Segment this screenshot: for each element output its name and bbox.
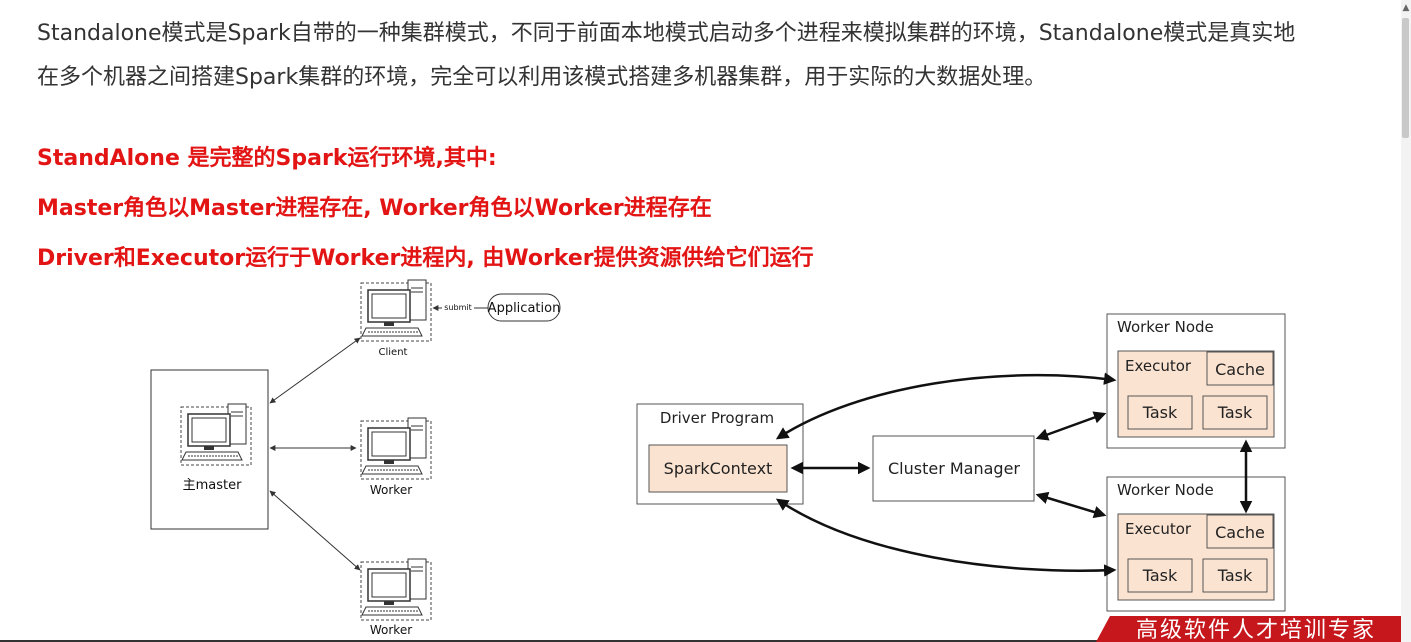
brand-banner-text: 高级软件人才培训专家 (1136, 618, 1377, 642)
task-2a-label: Task (1142, 566, 1178, 585)
manager-worker2-arrow (1035, 491, 1107, 519)
spark-context-label: SparkContext (664, 459, 773, 478)
spark-context-box (648, 444, 788, 493)
vertical-scrollbar[interactable]: ▲ (1401, 0, 1411, 642)
scroll-thumb[interactable] (1402, 18, 1409, 138)
cluster-manager-label: Cluster Manager (888, 459, 1020, 478)
worker-label-2: Worker (370, 623, 412, 637)
application-label: Application (488, 301, 561, 316)
brand-banner: 高级软件人才培训专家 (1096, 616, 1406, 642)
left-cluster-diagram: 主master Client Worker Worker Application… (150, 279, 561, 637)
task-2a-box (1127, 558, 1193, 593)
right-spark-diagram: Driver Program SparkContext Cluster Mana… (636, 313, 1286, 612)
cache-2-label: Cache (1215, 523, 1265, 542)
cache-2-box (1206, 514, 1274, 549)
manager-worker1-arrow (1035, 411, 1107, 441)
worker-node-2: Worker Node Executor Cache Task Task (1106, 476, 1286, 612)
task-2b-label: Task (1217, 566, 1253, 585)
cache-1-box (1206, 351, 1274, 386)
master-client-link (269, 337, 361, 404)
worker-node-1: Worker Node Executor Cache Task Task (1106, 313, 1286, 449)
master-label: 主master (183, 478, 242, 493)
master-worker2-link (269, 490, 361, 571)
task-1a-label: Task (1142, 403, 1178, 422)
client-label: Client (379, 347, 408, 358)
task-1b-label: Task (1217, 403, 1253, 422)
task-1a-box (1127, 395, 1193, 430)
highlight-line-3: Driver和Executor运行于Worker进程内, 由Worker提供资源… (37, 246, 814, 271)
context-executor1-arrow (775, 372, 1117, 440)
intro-paragraph: Standalone模式是Spark自带的一种集群模式，不同于前面本地模式启动多… (37, 21, 1296, 90)
submit-label: submit (444, 303, 471, 312)
task-2b-box (1202, 558, 1268, 593)
cache-1-label: Cache (1215, 360, 1265, 379)
cluster-manager-box (872, 435, 1035, 502)
worker-node-1-label: Worker Node (1117, 318, 1214, 336)
bottom-rule (0, 640, 1100, 642)
driver-program-label: Driver Program (660, 409, 774, 427)
client-computer-icon (360, 279, 432, 342)
highlight-line-2: Master角色以Master进程存在, Worker角色以Worker进程存在 (37, 196, 712, 221)
executor-1-label: Executor (1125, 357, 1192, 375)
worker-computer-icon-2 (360, 558, 432, 621)
scroll-up-icon[interactable]: ▲ (1402, 3, 1410, 13)
worker-label-1: Worker (370, 483, 412, 497)
worker-node-2-label: Worker Node (1117, 481, 1214, 499)
task-1b-box (1202, 395, 1268, 430)
executor-2-label: Executor (1125, 520, 1192, 538)
context-executor2-arrow (775, 498, 1117, 577)
worker-computer-icon-1 (360, 417, 432, 480)
highlight-line-1: StandAlone 是完整的Spark运行环境,其中: (37, 146, 497, 171)
